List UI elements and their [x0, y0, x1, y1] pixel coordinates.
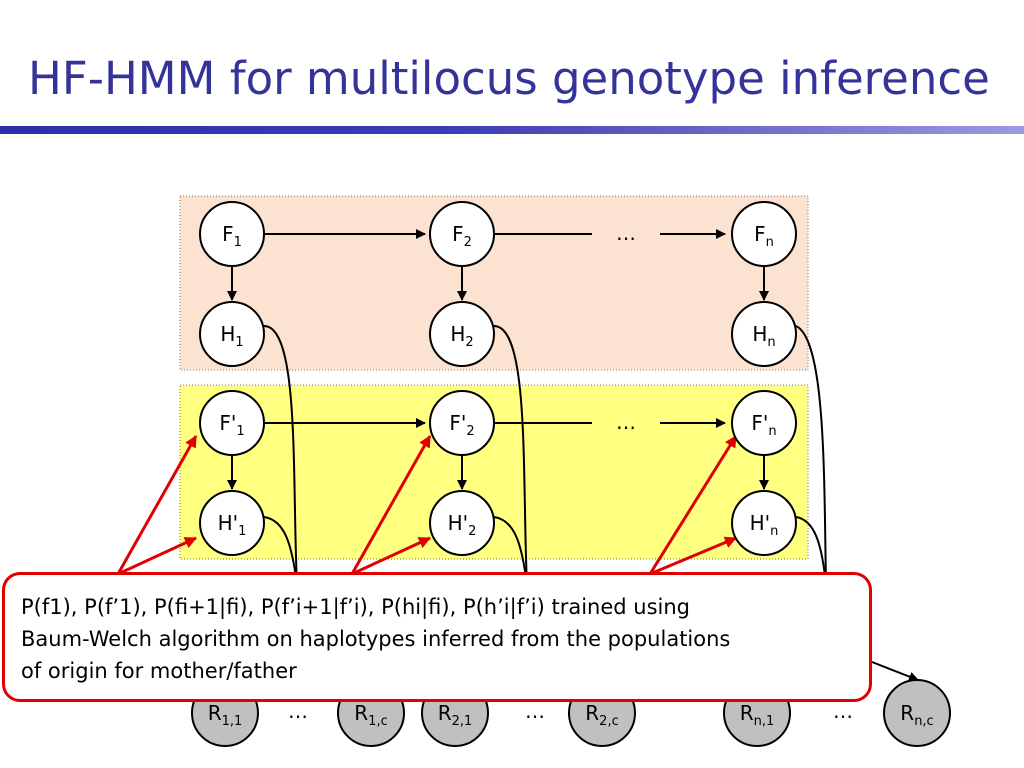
label-fp1: F'1	[219, 411, 244, 439]
label-fn: Fn	[754, 222, 774, 250]
callout-line-3: of origin for mother/father	[21, 659, 297, 683]
node-h1	[199, 301, 265, 367]
edge-h2-r	[493, 325, 528, 586]
training-callout: P(f1), P(f’1), P(fi+1|fi), P(f’i+1|f’i),…	[2, 572, 872, 702]
edge-into-rnc	[871, 661, 919, 682]
ellipsis-f-row: …	[616, 221, 636, 245]
label-r-1-1: R1,1	[208, 701, 243, 729]
node-hpn	[731, 490, 797, 556]
label-hpn: H'n	[750, 511, 779, 539]
label-r-1-c: R1,c	[354, 701, 387, 729]
edge-h1-r	[263, 325, 298, 586]
label-fpn: F'n	[751, 411, 776, 439]
label-h2: H2	[450, 322, 473, 350]
ellipsis-r-2: …	[525, 699, 545, 723]
label-f2: F2	[452, 222, 472, 250]
node-f2	[429, 201, 495, 267]
ellipsis-fp-row: …	[616, 410, 636, 434]
red-arrow-fp1	[116, 435, 198, 575]
node-hp2	[429, 490, 495, 556]
callout-line-2: Baum-Welch algorithm on haplotypes infer…	[21, 627, 731, 651]
node-fn	[731, 201, 797, 267]
node-f1	[199, 201, 265, 267]
label-h1: H1	[220, 322, 243, 350]
red-arrow-hp1	[117, 536, 197, 576]
slide-title: HF-HMM for multilocus genotype inference	[28, 52, 990, 105]
label-fp2: F'2	[449, 411, 474, 439]
label-r-2-1: R2,1	[438, 701, 473, 729]
callout-line-1: P(f1), P(f’1), P(fi+1|fi), P(f’i+1|f’i),…	[21, 595, 691, 619]
node-fp2	[429, 390, 495, 456]
ellipsis-r-1: …	[288, 699, 308, 723]
title-divider	[0, 126, 1024, 134]
node-fp1	[199, 390, 265, 456]
node-fpn	[731, 390, 797, 456]
red-arrow-fpn	[648, 435, 738, 575]
red-arrow-hp2	[351, 536, 431, 576]
label-hp1: H'1	[218, 511, 247, 539]
red-arrow-fp2	[350, 435, 432, 575]
label-r-n-c: Rn,c	[900, 701, 933, 729]
founder-layer-box	[179, 195, 809, 371]
label-hn: Hn	[752, 322, 775, 350]
label-f1: F1	[222, 222, 242, 250]
node-h2	[429, 301, 495, 367]
node-r-n-c	[883, 679, 951, 747]
ellipsis-r-n: …	[833, 699, 853, 723]
red-arrow-hpn	[649, 536, 737, 576]
label-r-2-c: R2,c	[585, 701, 618, 729]
node-hn	[731, 301, 797, 367]
node-hp1	[199, 490, 265, 556]
label-hp2: H'2	[448, 511, 477, 539]
edge-hn-r	[795, 325, 827, 586]
label-r-n-1: Rn,1	[740, 701, 775, 729]
